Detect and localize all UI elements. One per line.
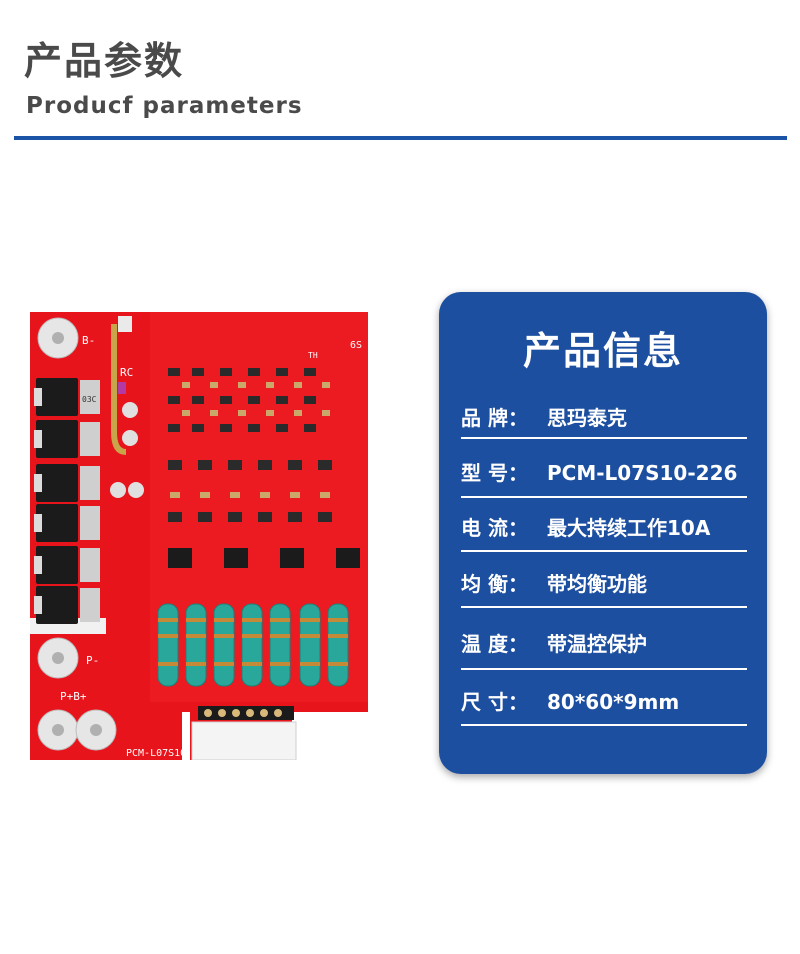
info-label-model: 型 号： — [461, 461, 528, 485]
info-label-temperature: 温 度： — [461, 632, 528, 656]
silk-th: TH — [308, 351, 318, 360]
info-row-current: 电 流： 最大持续工作10A — [461, 512, 747, 541]
silk-model: PCM-L07S10 — [126, 748, 186, 759]
info-row-brand: 品 牌： 思玛泰克 — [461, 402, 747, 431]
info-label-current: 电 流： — [461, 516, 528, 540]
info-row-temperature: 温 度： 带温控保护 — [461, 628, 747, 657]
mosfet-column — [34, 378, 100, 624]
info-divider — [461, 437, 747, 439]
info-value-brand: 思玛泰克 — [547, 406, 627, 430]
silk-rc: RC — [120, 366, 133, 379]
balance-resistors — [157, 603, 349, 687]
info-row-size: 尺 寸： 80*60*9mm — [461, 686, 747, 715]
page-title-cn: 产品参数 — [24, 39, 185, 83]
product-info-card: 产品信息 品 牌： 思玛泰克 型 号： PCM-L07S10-226 电 流： 最大持… — [439, 292, 767, 774]
info-row-balance: 均 衡： 带均衡功能 — [461, 568, 747, 597]
info-value-balance: 带均衡功能 — [547, 572, 647, 596]
info-divider — [461, 668, 747, 670]
info-divider — [461, 496, 747, 498]
silk-6s: 6S — [350, 340, 362, 351]
info-label-balance: 均 衡： — [461, 572, 528, 596]
info-value-current: 最大持续工作10A — [547, 516, 711, 540]
silk-pb-plus: P+B+ — [60, 690, 87, 703]
info-value-model: PCM-L07S10-226 — [547, 461, 738, 485]
silk-b1b6: B1-B6 — [322, 710, 355, 723]
info-divider — [461, 550, 747, 552]
page-title-en: Producf parameters — [26, 93, 303, 119]
pcb-board-image: B- RC P- P+B+ PCM-L07S10 80*60mm B1-B6 6… — [30, 312, 368, 760]
silk-b-minus: B- — [82, 334, 95, 347]
info-label-size: 尺 寸： — [461, 690, 528, 714]
info-divider — [461, 606, 747, 608]
silk-mosfet-mark: 03C — [82, 395, 97, 404]
title-divider — [14, 136, 787, 140]
info-value-temperature: 带温控保护 — [547, 632, 647, 656]
silk-size: 80*60mm — [302, 744, 349, 757]
info-label-brand: 品 牌： — [461, 406, 528, 430]
silk-p-minus: P- — [86, 654, 99, 667]
info-card-title: 产品信息 — [522, 329, 683, 373]
info-divider — [461, 724, 747, 726]
info-value-size: 80*60*9mm — [547, 690, 680, 714]
info-row-model: 型 号： PCM-L07S10-226 — [461, 457, 747, 486]
